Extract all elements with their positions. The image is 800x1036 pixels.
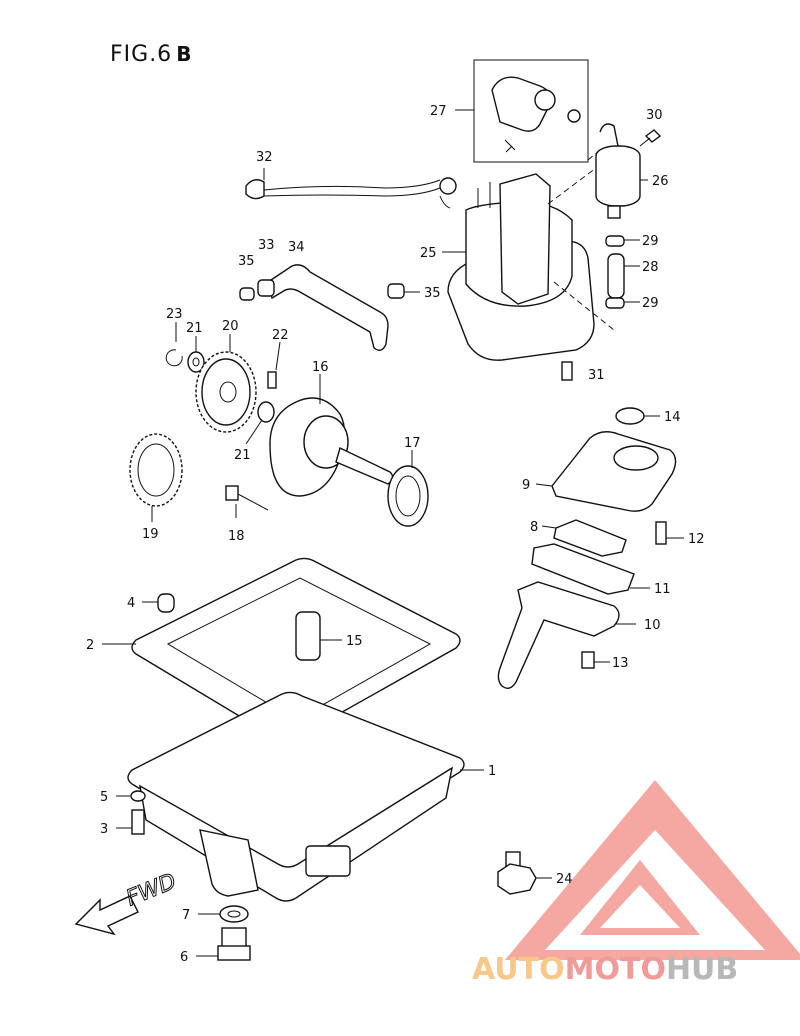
part-34-hose [267,264,389,351]
callout-11: 11 [654,582,671,597]
callout-23: 23 [166,307,183,322]
callout-3: 3 [100,822,108,837]
watermark-hub: HUB [665,952,739,987]
part-10-strainer [497,581,620,689]
part-12-bolt [655,521,667,545]
callout-2: 2 [86,638,94,653]
part-1-oil-pan [127,691,465,902]
part-16-oil-pump [269,397,394,497]
callout-13: 13 [612,656,629,671]
part-31-bolt [561,361,573,381]
callout-15: 15 [346,634,363,649]
callout-17: 17 [404,436,421,451]
callout-1: 1 [488,764,496,779]
part-6-drain-bolt [217,927,251,961]
callout-29-upper: 29 [642,234,659,249]
callout-21-upper: 21 [186,321,203,336]
part-20-gear [195,351,257,433]
watermark-text: AUTOMOTOHUB [472,952,738,987]
watermark-moto: MOTO [564,952,666,987]
callout-25: 25 [420,246,437,261]
part-22-pin [267,371,277,389]
callout-21-lower: 21 [234,448,251,463]
watermark-logo [505,780,800,960]
part-25-pump-housing [447,173,595,361]
callout-10: 10 [644,618,661,633]
callout-35-left: 35 [238,254,255,269]
forward-label: FWD [123,869,180,911]
part-29-clamp-upper [605,235,625,247]
part-30-bolt [639,129,662,147]
part-32-wire-harness [245,177,457,209]
callout-26: 26 [652,174,669,189]
callout-28: 28 [642,260,659,275]
part-24-plug [497,851,537,895]
callout-33: 33 [258,238,275,253]
part-13-bolt [581,651,595,669]
part-11-gasket [531,543,635,595]
callout-20: 20 [222,319,239,334]
part-27-pump-assembly [473,59,589,163]
callout-29-lower: 29 [642,296,659,311]
watermark-auto: AUTO [472,952,565,987]
figure-number: FIG.6 [110,42,173,67]
part-19-chain-ring [129,433,183,507]
callout-5: 5 [100,790,108,805]
callout-12: 12 [688,532,705,547]
callout-24: 24 [556,872,573,887]
part-8-gasket [553,519,627,557]
callout-16: 16 [312,360,329,375]
part-7-gasket [219,905,249,923]
callout-31: 31 [588,368,605,383]
figure-suffix: B [176,42,193,66]
part-3-bolt [131,809,145,835]
part-5-washer [130,790,146,802]
callout-18: 18 [228,529,245,544]
part-28-hose [607,253,625,299]
callout-32: 32 [256,150,273,165]
callout-14: 14 [664,410,681,425]
part-14-o-ring [615,407,645,425]
part-18-bolt [225,485,269,511]
callout-34: 34 [288,240,305,255]
part-15-sensor [295,611,321,661]
part-29-clamp-lower [605,297,625,309]
part-17-screen [387,465,429,527]
part-26-fuel-filter [595,123,641,219]
forward-arrow-icon: FWD [74,869,180,936]
part-35-clamp-left [239,287,255,301]
callout-8: 8 [530,520,538,535]
part-23-circlip [165,349,183,367]
callout-6: 6 [180,950,188,965]
callout-27: 27 [430,104,447,119]
callout-4: 4 [127,596,135,611]
callout-30: 30 [646,108,663,123]
part-35-clamp-right [387,283,405,299]
callout-labels: 1 2 3 4 5 6 7 8 9 10 11 12 13 14 15 16 1… [86,104,705,965]
part-9-housing [551,431,677,512]
callout-7: 7 [182,908,190,923]
part-4-dowel [157,593,175,613]
callout-19: 19 [142,527,159,542]
callout-9: 9 [522,478,530,493]
callout-35-right: 35 [424,286,441,301]
part-21-washer-lower [257,401,275,423]
part-33-fitting [257,279,275,297]
callout-22: 22 [272,328,289,343]
